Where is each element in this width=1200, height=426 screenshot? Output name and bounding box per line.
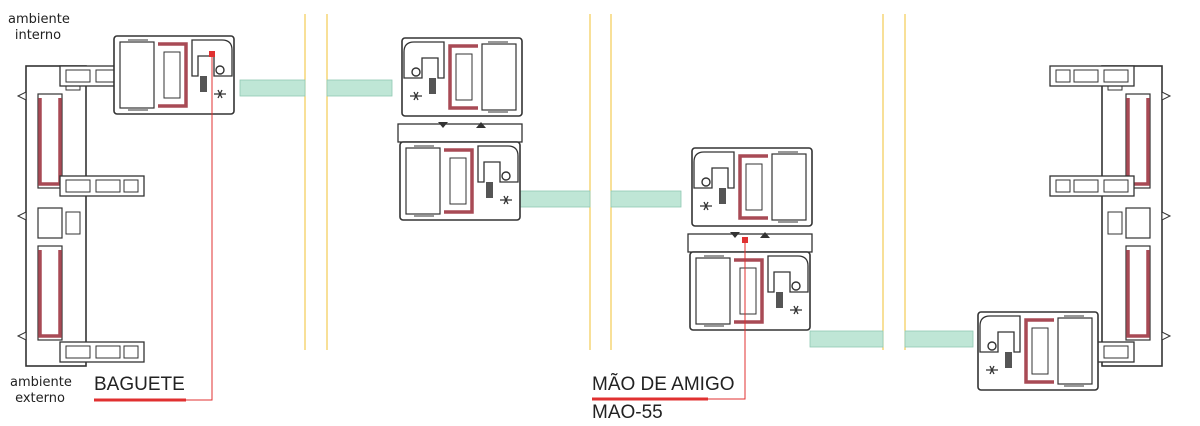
guide-lines bbox=[304, 14, 906, 350]
exterior-label: ambiente externo bbox=[10, 375, 72, 406]
mao-de-amigo-label: MÃO DE AMIGO bbox=[592, 374, 735, 395]
baguete-callout-line bbox=[94, 51, 215, 402]
mao-de-amigo-callout-line bbox=[592, 237, 748, 401]
glass-panes bbox=[239, 79, 974, 348]
center-left-sash-profile bbox=[397, 36, 524, 222]
interior-label: ambiente interno bbox=[8, 12, 70, 43]
right-frame-profile bbox=[976, 64, 1172, 392]
baguete-label: BAGUETE bbox=[94, 374, 185, 395]
center-right-sash-profile bbox=[687, 146, 814, 332]
left-frame-profile bbox=[16, 34, 236, 368]
mao-code-label: MAO-55 bbox=[592, 402, 663, 423]
